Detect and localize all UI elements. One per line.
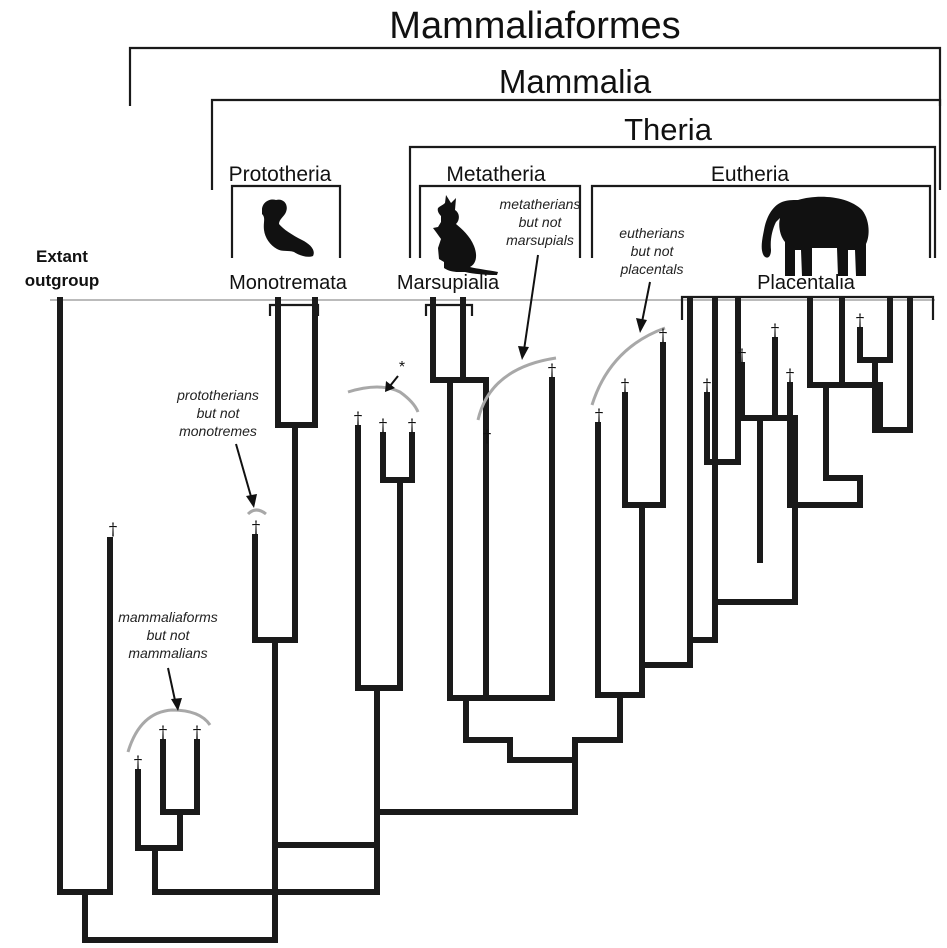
annotation-line: prototherians bbox=[176, 387, 259, 403]
annotation-line: marsupials bbox=[506, 232, 574, 248]
arrow-line bbox=[642, 282, 650, 322]
annotation-line: but not bbox=[631, 243, 675, 259]
annotation-line: mammalians bbox=[128, 645, 207, 661]
metatheria-node bbox=[450, 380, 486, 698]
monotreme-stem bbox=[275, 425, 295, 640]
annotation-prototherians: prototherians but not monotremes bbox=[176, 387, 259, 508]
annotation-metatherians: metatherians but not marsupials bbox=[500, 196, 581, 360]
annotation-line: but not bbox=[197, 405, 241, 421]
monotremata-label: Monotremata bbox=[229, 272, 348, 294]
extinct-dagger-icon: † bbox=[771, 321, 780, 341]
extinct-dagger-icon: † bbox=[659, 326, 668, 346]
extinct-dagger-icon: † bbox=[252, 518, 261, 538]
early-therian-node bbox=[358, 428, 400, 688]
extinct-dagger-icon: † bbox=[595, 406, 604, 426]
extinct-dagger-icon: † bbox=[354, 409, 363, 429]
theria-label: Theria bbox=[624, 112, 713, 147]
annotation-line: eutherians bbox=[619, 225, 684, 241]
extinct-dagger-icon: † bbox=[483, 427, 492, 447]
placental-node-2 bbox=[715, 560, 795, 602]
extinct-dagger-icon: † bbox=[193, 723, 202, 743]
extinct-dagger-icon: † bbox=[786, 366, 795, 386]
mammalia-root bbox=[275, 845, 377, 892]
annotation-line: placentals bbox=[619, 261, 683, 277]
placental-sub-f bbox=[880, 300, 910, 430]
extinct-dagger-icon: † bbox=[738, 346, 747, 366]
arrow-line bbox=[236, 444, 252, 500]
eutherian-fossils bbox=[625, 345, 663, 505]
platypus-silhouette-icon bbox=[262, 199, 314, 256]
arrow-line bbox=[390, 376, 398, 386]
placental-sub-d bbox=[826, 385, 880, 478]
theria-root bbox=[377, 760, 575, 845]
extinct-dagger-icon: † bbox=[856, 311, 865, 331]
annotation-asterisk: * bbox=[385, 359, 405, 392]
eutheria-label: Eutheria bbox=[711, 163, 790, 186]
annotation-line: mammaliaforms bbox=[118, 609, 218, 625]
mammalia-label: Mammalia bbox=[499, 63, 652, 100]
prototherian-arc bbox=[248, 510, 266, 514]
therian-split bbox=[510, 695, 620, 760]
annotation-line: but not bbox=[519, 214, 563, 230]
marsupial-crown bbox=[433, 300, 463, 380]
elephant-silhouette-icon bbox=[762, 197, 869, 276]
extinct-dagger-icon: † bbox=[159, 723, 168, 743]
annotation-line: monotremes bbox=[179, 423, 257, 439]
annotation-eutherians: eutherians but not placentals bbox=[619, 225, 684, 333]
arrow-line bbox=[524, 255, 538, 350]
placental-sub-g bbox=[860, 300, 890, 360]
eutheria-node bbox=[598, 425, 642, 695]
metatheria-label: Metatheria bbox=[446, 163, 546, 186]
metatherian-fossil bbox=[486, 380, 552, 698]
arrow-head-icon bbox=[246, 494, 257, 508]
marsupialia-label: Marsupialia bbox=[397, 272, 500, 294]
metatheria-root bbox=[466, 698, 510, 760]
outgroup-label-line2: outgroup bbox=[25, 271, 100, 290]
placental-sub-b bbox=[742, 340, 775, 418]
arrow-head-icon bbox=[518, 346, 529, 360]
prototheria-node bbox=[255, 537, 275, 845]
annotation-mammaliaforms: mammaliaforms but not mammalians bbox=[118, 609, 218, 711]
root-branch bbox=[85, 895, 275, 940]
extinct-dagger-icon: † bbox=[109, 520, 118, 540]
mammaliaform-pair bbox=[163, 742, 197, 812]
placental-node-1 bbox=[690, 300, 715, 640]
mammaliaformes-label: Mammaliaformes bbox=[389, 5, 680, 47]
annotation-line: metatherians bbox=[500, 196, 581, 212]
extinct-dagger-icon: † bbox=[134, 753, 143, 773]
annotation-line: but not bbox=[147, 627, 191, 643]
extinct-dagger-icon: † bbox=[703, 376, 712, 396]
metatherian-arc bbox=[478, 358, 556, 420]
extinct-dagger-icon: † bbox=[548, 361, 557, 381]
placental-sub-e bbox=[810, 300, 842, 385]
placental-sub-a bbox=[707, 300, 738, 462]
extinct-dagger-icon: † bbox=[621, 376, 630, 396]
arrow-head-icon bbox=[636, 318, 647, 333]
prototheria-label: Prototheria bbox=[229, 163, 332, 186]
kangaroo-silhouette-icon bbox=[433, 195, 498, 275]
monotreme-crown bbox=[278, 300, 315, 425]
extinct-dagger-icon: † bbox=[408, 416, 417, 436]
outgroup-label-line1: Extant bbox=[36, 247, 88, 266]
asterisk-mark: * bbox=[399, 359, 405, 376]
extinct-dagger-icon: † bbox=[379, 416, 388, 436]
outgroup-branch bbox=[60, 300, 110, 892]
early-therian-pair bbox=[383, 435, 412, 480]
